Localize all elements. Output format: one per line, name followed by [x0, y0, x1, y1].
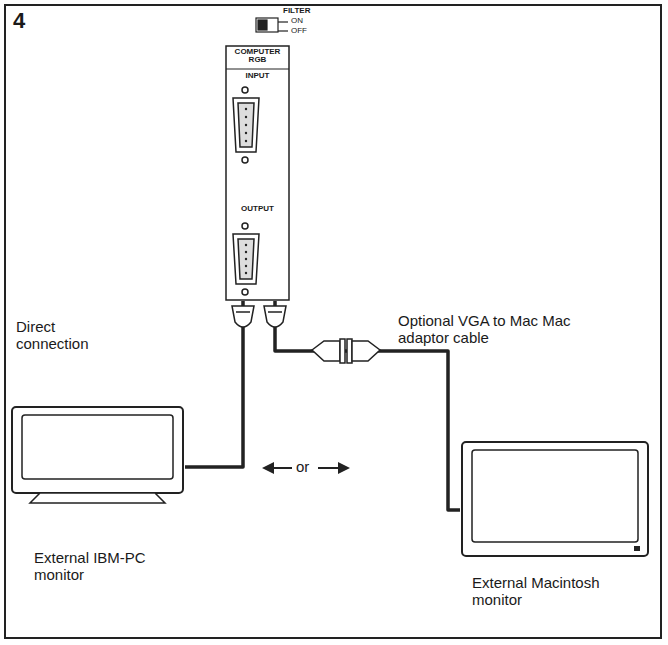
adaptor-cable — [312, 339, 380, 363]
cable — [185, 301, 243, 467]
frame — [5, 5, 661, 638]
or-label: or — [296, 458, 309, 475]
connection-label: Direct connection — [16, 318, 126, 353]
monitor-label: External IBM-PC monitor — [34, 549, 184, 584]
dsub-connector — [233, 223, 259, 295]
panel-divider — [226, 69, 289, 70]
monitor: External Macintosh monitor — [460, 440, 650, 609]
monitor-picture — [460, 440, 650, 558]
monitor-label: External Macintosh monitor — [472, 574, 622, 609]
monitor-picture — [10, 405, 185, 505]
panel-outline — [226, 46, 289, 300]
monitor-outline — [10, 405, 185, 505]
adaptor-label: Optional VGA to Mac Mac adaptor cable — [398, 312, 573, 347]
dsub-connector — [233, 87, 259, 163]
switch-label: FILTER — [283, 6, 310, 15]
figure-number: 4 — [13, 8, 25, 33]
panel-label: INPUT — [227, 72, 288, 80]
panel-label: COMPUTER RGB — [227, 48, 288, 65]
cable-plug — [264, 306, 286, 327]
monitor: External IBM-PC monitor — [10, 405, 185, 584]
filter-switch — [256, 18, 288, 32]
connector-panel: COMPUTER RGB INPUT OUTPUT — [225, 45, 290, 301]
panel-label: OUTPUT — [227, 205, 288, 213]
switch-position: ON — [291, 16, 303, 25]
panel-outline — [225, 45, 290, 301]
monitor-outline — [460, 440, 650, 558]
cable-plug — [232, 306, 254, 327]
switch-position: OFF — [291, 26, 307, 35]
